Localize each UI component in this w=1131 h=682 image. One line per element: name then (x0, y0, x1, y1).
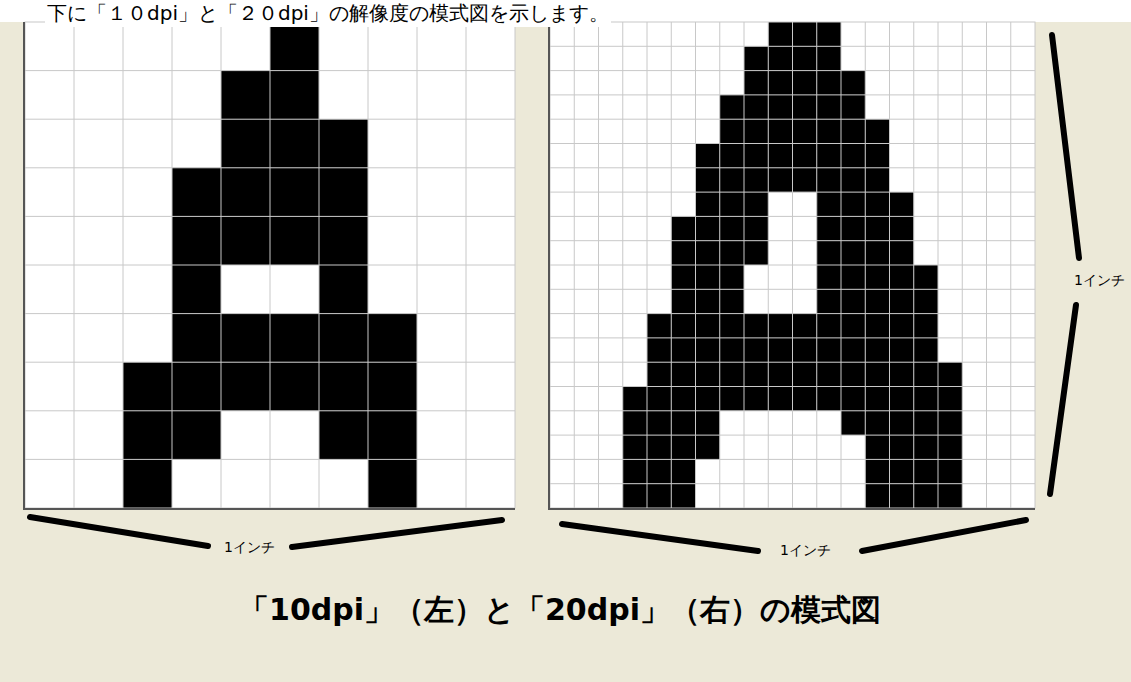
dimension-label: 1インチ (222, 539, 277, 557)
panel-ground (0, 22, 1131, 682)
intro-text: 下に「１０dpi」と「２０dpi」の解像度の模式図を示します。 (45, 0, 611, 27)
figure-caption: 「10dpi」（左）と「20dpi」（右）の模式図 (239, 590, 881, 631)
inch-bracket (30, 517, 208, 546)
dimension-label: 1インチ (778, 542, 833, 560)
inch-bracket (562, 524, 758, 551)
inch-bracket (1050, 305, 1076, 494)
inch-bracket (862, 520, 1026, 551)
dimension-label: 1インチ (1072, 272, 1127, 290)
pixel-grid-10dpi (24, 22, 515, 509)
pixel-grid-20dpi (549, 22, 1035, 509)
inch-bracket (1052, 35, 1079, 258)
inch-bracket (292, 520, 502, 547)
